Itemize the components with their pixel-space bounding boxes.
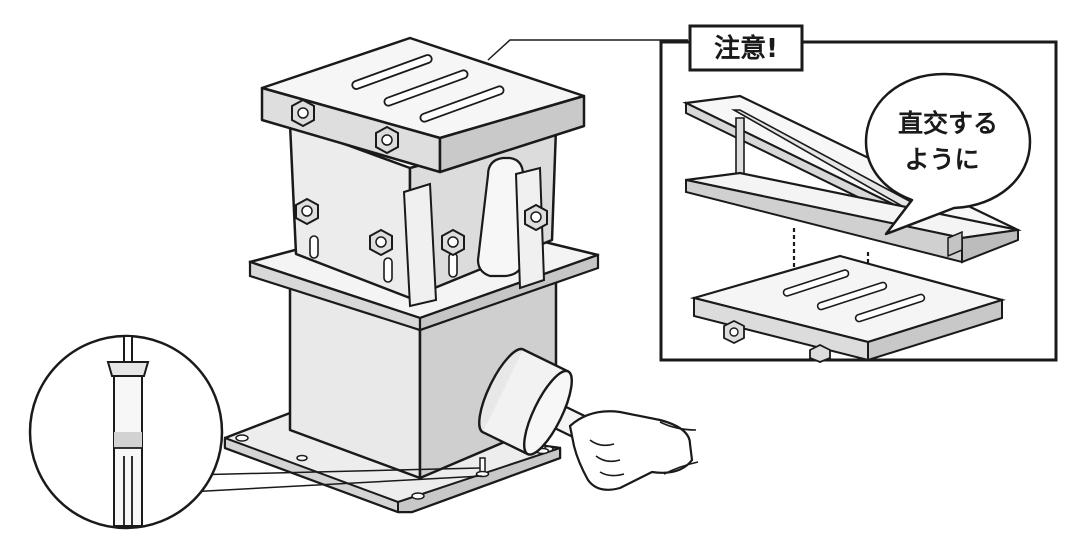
anchor-hole bbox=[296, 454, 308, 462]
top-slot bbox=[419, 85, 505, 123]
notice-leader-line bbox=[487, 39, 688, 61]
anchor-hole bbox=[411, 492, 425, 500]
speech-bubble: 直交する ように bbox=[864, 72, 1032, 236]
hex-nut bbox=[295, 197, 319, 226]
hex-nut bbox=[441, 228, 465, 257]
hex-nut bbox=[375, 125, 399, 155]
hex-nut bbox=[291, 98, 315, 128]
adjust-slot bbox=[383, 257, 393, 283]
lower-column bbox=[288, 280, 558, 480]
hex-nut bbox=[369, 228, 393, 257]
hand bbox=[568, 410, 699, 491]
adjust-slot bbox=[309, 235, 319, 259]
clamp-plate bbox=[402, 182, 438, 308]
clamp-plate bbox=[514, 166, 546, 290]
hex-nut bbox=[524, 203, 548, 232]
anchor-hole bbox=[235, 434, 249, 442]
speech-bubble-line2: ように bbox=[904, 145, 979, 174]
top-plate bbox=[260, 36, 586, 174]
notice-title: 注意! bbox=[714, 33, 778, 64]
speech-bubble-line1: 直交する bbox=[898, 109, 998, 138]
adjust-slot bbox=[448, 252, 458, 278]
top-slot bbox=[351, 54, 433, 90]
notice-panel: 直交する ように 注意! bbox=[659, 24, 1058, 363]
notice-title-badge: 注意! bbox=[688, 24, 804, 72]
anchor-detail-inset bbox=[28, 334, 483, 530]
inset-top-plate bbox=[689, 254, 1006, 363]
top-slot bbox=[383, 69, 469, 107]
